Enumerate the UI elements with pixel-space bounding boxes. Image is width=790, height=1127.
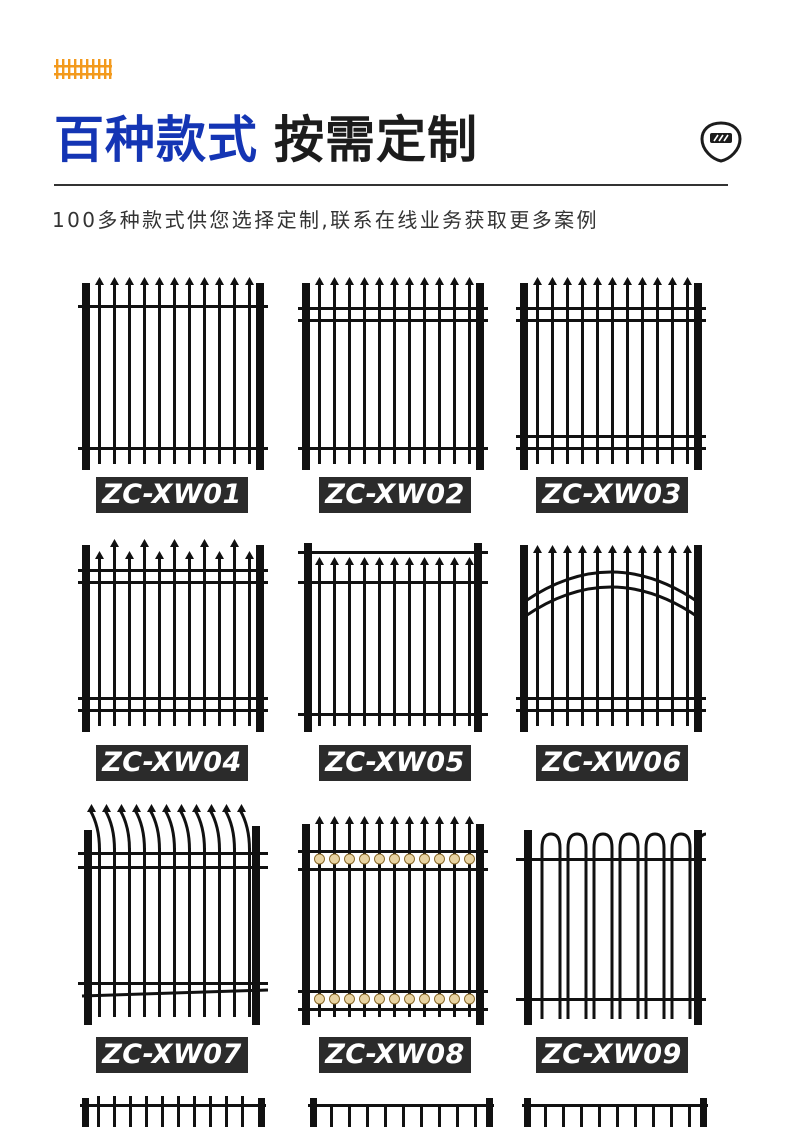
shield-badge-icon <box>700 121 742 163</box>
fence-image <box>516 277 706 470</box>
title-rest: 按需定制 <box>274 111 478 169</box>
page-title: 百种款式按需定制 <box>54 108 478 172</box>
fence-image <box>298 816 488 1025</box>
title-highlight: 百种款式 <box>54 111 258 169</box>
fence-image <box>298 543 488 732</box>
product-code-label: ZC-XW03 <box>536 477 688 513</box>
product-code-label: ZC-XW09 <box>536 1037 688 1073</box>
product-code-label: ZC-XW07 <box>96 1037 248 1073</box>
product-code-label: ZC-XW06 <box>536 745 688 781</box>
fence-image <box>516 545 706 732</box>
product-code-label: ZC-XW08 <box>319 1037 471 1073</box>
fence-image <box>78 277 268 470</box>
fence-image <box>78 804 268 1025</box>
header-divider <box>54 184 728 186</box>
fence-image <box>78 539 268 732</box>
fence-image <box>516 830 706 1025</box>
fence-partial-row <box>80 1096 708 1127</box>
product-code-label: ZC-XW02 <box>319 477 471 513</box>
product-code-label: ZC-XW05 <box>319 745 471 781</box>
product-code-label: ZC-XW04 <box>96 745 248 781</box>
fence-image <box>298 277 488 470</box>
page-subtitle: 100多种款式供您选择定制,联系在线业务获取更多案例 <box>52 208 599 232</box>
product-code-label: ZC-XW01 <box>96 477 248 513</box>
fence-logo-icon <box>54 59 112 79</box>
